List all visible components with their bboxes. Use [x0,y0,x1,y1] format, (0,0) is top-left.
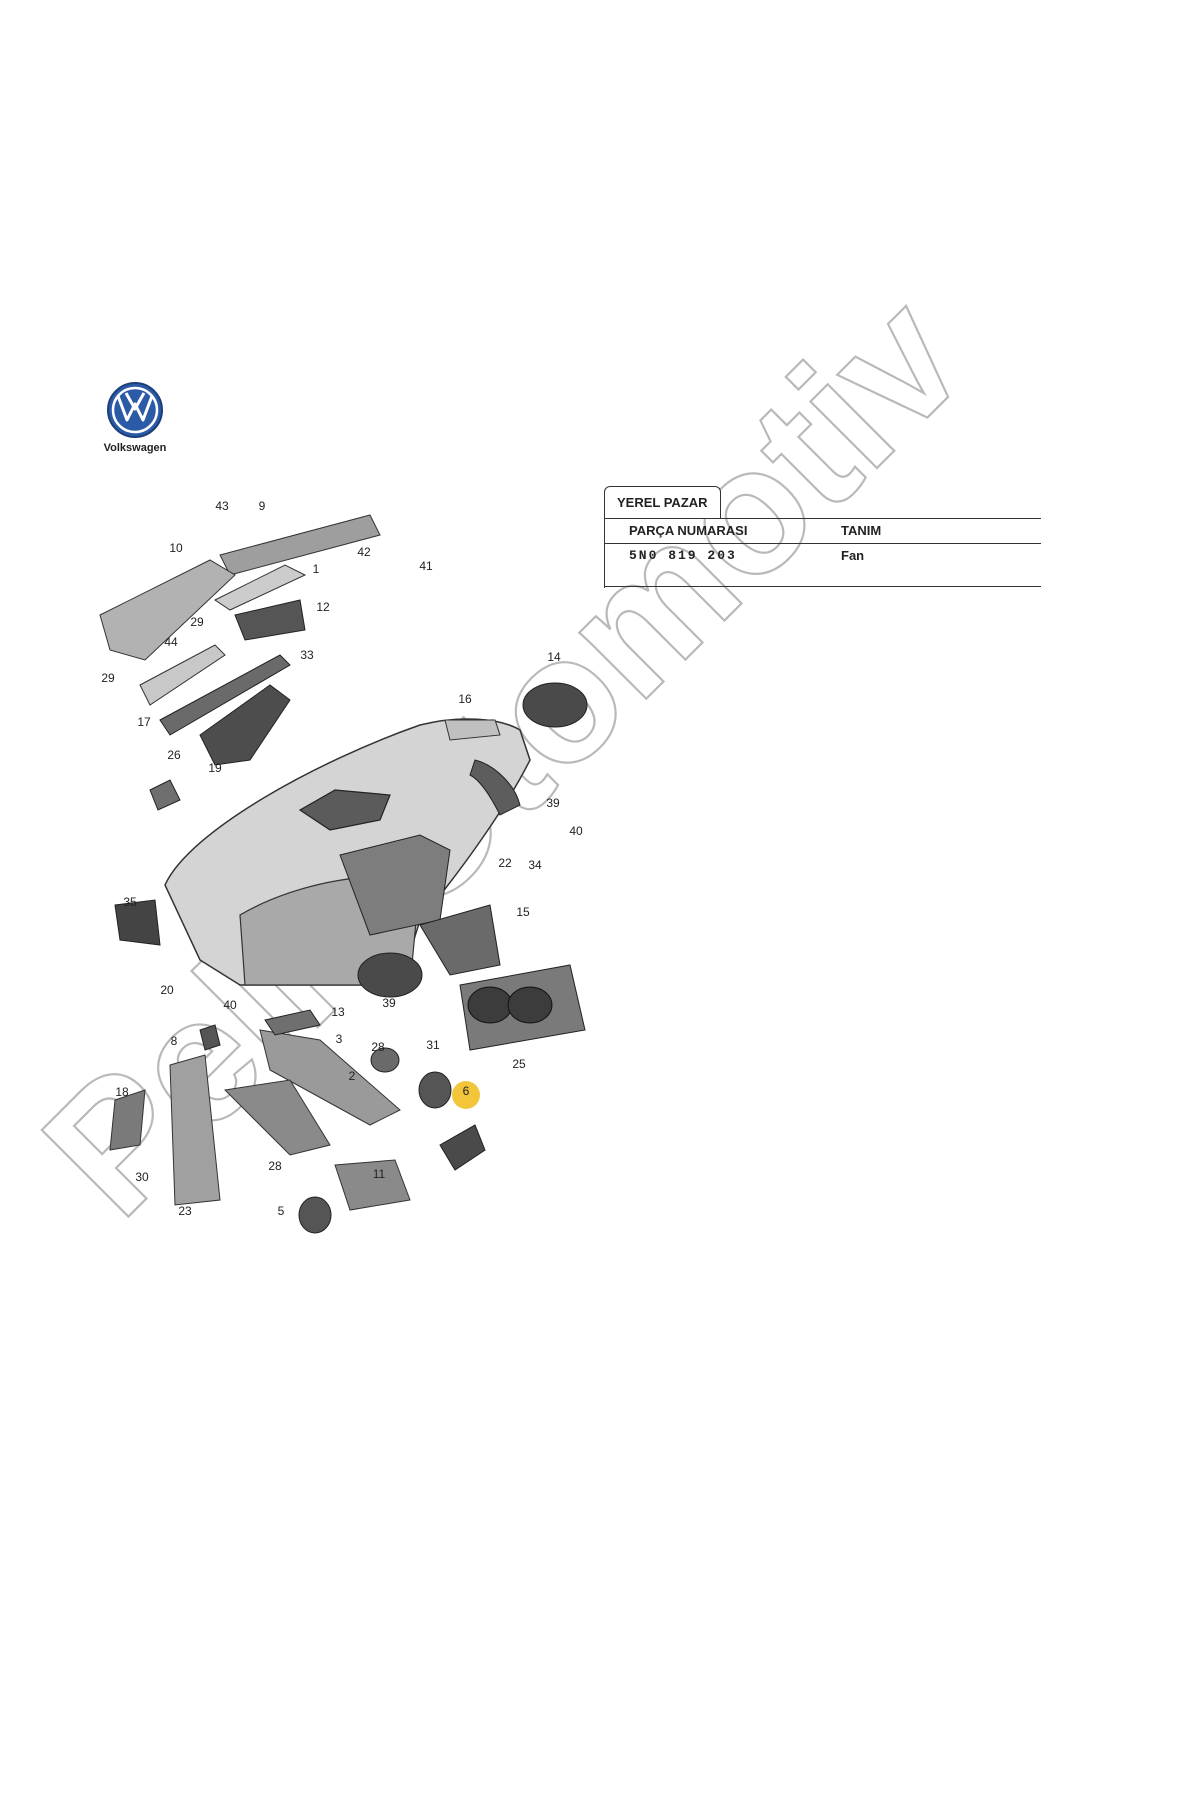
brand-name: Volkswagen [103,442,167,454]
callout-6: 6 [463,1084,470,1098]
callout-22: 22 [498,856,512,870]
callout-35: 35 [123,895,137,909]
callout-29: 29 [101,671,115,685]
callout-15: 15 [516,905,530,919]
callout-9: 9 [259,499,266,513]
callout-26: 26 [167,748,181,762]
callout-11: 11 [373,1167,386,1181]
callout-12: 12 [316,600,330,614]
callout-13: 13 [331,1005,345,1019]
callout-16: 16 [458,692,472,706]
header-part-number: PARÇA NUMARASI [629,523,748,538]
callout-20: 20 [160,983,174,997]
callout-39: 39 [382,996,396,1010]
info-table-header: PARÇA NUMARASI TANIM [605,518,1041,544]
callout-3: 3 [336,1032,343,1046]
callout-42: 42 [357,545,371,559]
callout-28: 28 [268,1159,282,1173]
callout-14: 14 [547,650,561,664]
callout-8: 8 [171,1034,178,1048]
callout-5: 5 [278,1204,285,1218]
callout-10: 10 [169,541,183,555]
vw-logo-icon [107,382,163,438]
callout-1: 1 [313,562,320,576]
callout-19: 19 [208,761,222,775]
callout-43: 43 [215,499,229,513]
part-number-cell: 5N0 819 203 [629,548,737,563]
callout-18: 18 [115,1085,129,1099]
description-cell: Fan [841,548,865,563]
callout-23: 23 [178,1204,192,1218]
upper-trims [99,514,501,811]
dashboard-panel [164,718,531,986]
callout-40: 40 [223,998,237,1012]
callout-28: 28 [371,1040,385,1054]
info-table: PARÇA NUMARASI TANIM 5N0 819 203 Fan [604,518,1041,588]
callout-33: 33 [300,648,314,662]
highlight-marker [452,1081,480,1109]
callout-29: 29 [190,615,204,629]
callout-17: 17 [137,715,151,729]
callout-30: 30 [135,1170,149,1184]
callout-25: 25 [512,1057,526,1071]
info-tab[interactable]: YEREL PAZAR [604,486,721,519]
callout-2: 2 [349,1069,356,1083]
callout-44: 44 [164,635,178,649]
callout-31: 31 [426,1038,440,1052]
table-row[interactable]: 5N0 819 203 Fan [605,542,1041,587]
header-description: TANIM [841,523,882,538]
callout-39: 39 [546,796,560,810]
vents-ducts [109,682,588,1234]
callout-34: 34 [528,858,542,872]
callout-41: 41 [419,559,433,573]
callout-40: 40 [569,824,583,838]
